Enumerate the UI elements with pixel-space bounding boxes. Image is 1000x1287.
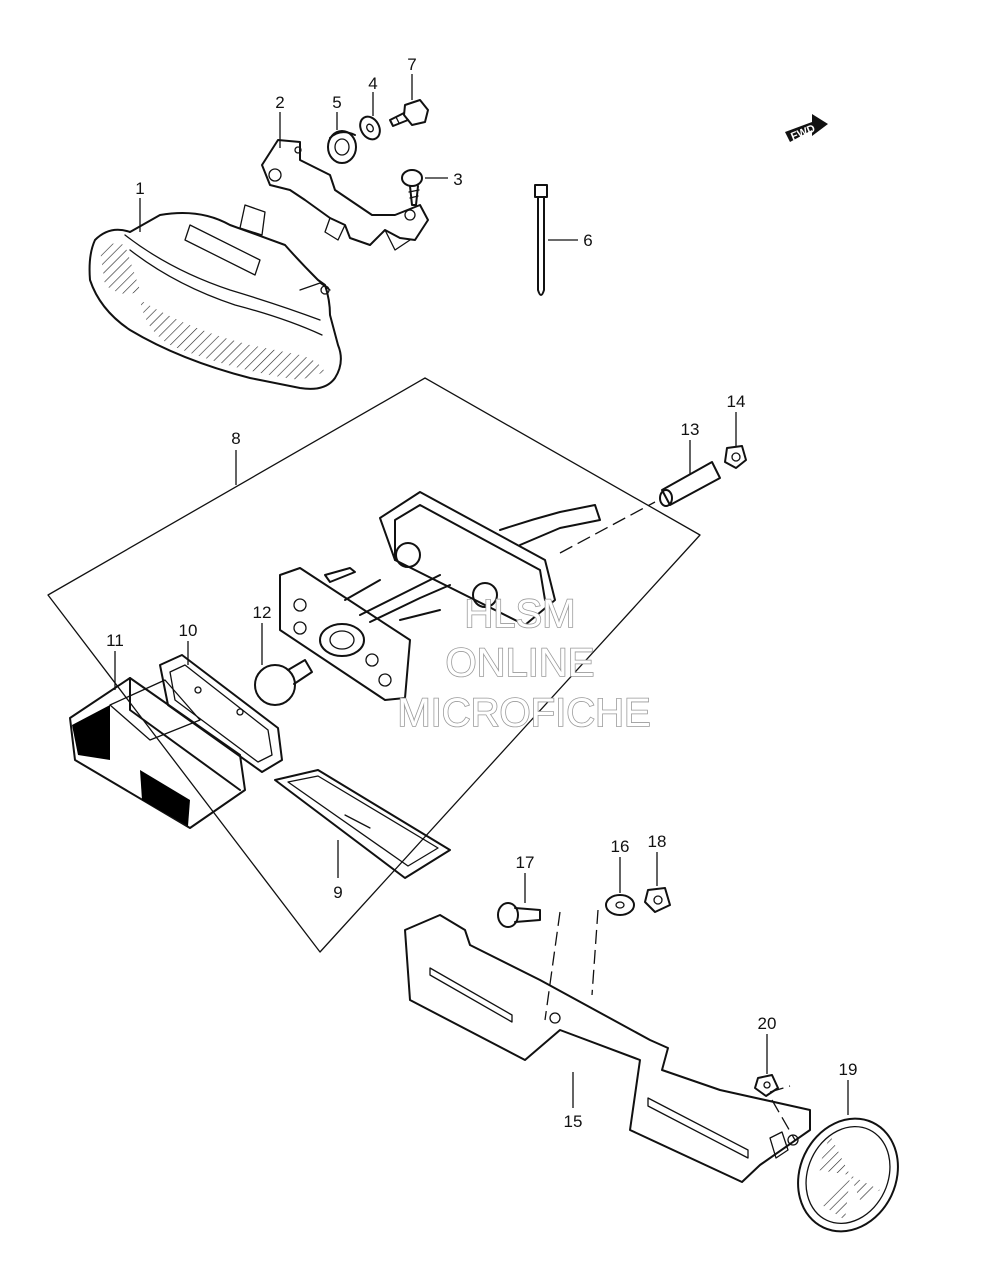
- part-1-tail-light-assembly: [88, 204, 342, 390]
- callout-5: 5: [332, 93, 341, 112]
- part-15-license-bracket: [404, 914, 811, 1183]
- watermark-line-1: HLSM: [464, 592, 575, 636]
- part-5-grommet: [327, 130, 357, 164]
- callout-2: 2: [275, 93, 284, 112]
- part-19-reflector: [797, 1117, 899, 1233]
- part-18-nut: [644, 887, 671, 913]
- callout-18: 18: [648, 832, 667, 851]
- part-16-washer: [605, 894, 635, 916]
- watermark-line-3: MICROFICHE: [397, 691, 650, 735]
- callout-10: 10: [179, 621, 198, 640]
- callout-1: 1: [135, 179, 144, 198]
- callout-11: 11: [106, 631, 124, 650]
- callout-15: 15: [564, 1112, 583, 1131]
- part-13-spacer: [659, 461, 721, 507]
- leader-lines: [114, 74, 849, 1141]
- part-8-assembly-outline: [47, 377, 701, 953]
- callout-16: 16: [611, 837, 630, 856]
- part-4-washer: [359, 115, 381, 141]
- part-11-lens: [69, 677, 246, 829]
- callout-6: 6: [583, 231, 592, 250]
- callout-19: 19: [839, 1060, 858, 1079]
- part-14-nut: [724, 445, 747, 469]
- part-2-mounting-bracket: [261, 139, 429, 251]
- callout-3: 3: [453, 170, 462, 189]
- watermark: HLSM ONLINE MICROFICHE: [397, 591, 652, 736]
- callout-20: 20: [758, 1014, 777, 1033]
- callout-9: 9: [333, 883, 342, 902]
- callout-8: 8: [231, 429, 240, 448]
- part-9-lens-cover: [274, 769, 451, 879]
- part-3-screw: [401, 169, 423, 206]
- part-17-bolt: [497, 902, 541, 928]
- callout-14: 14: [727, 392, 746, 411]
- part-7-bolt: [389, 99, 429, 127]
- part-12-bulb: [254, 659, 313, 706]
- callout-17: 17: [516, 853, 535, 872]
- part-10-gasket: [159, 654, 283, 773]
- part-20-nut: [754, 1074, 779, 1097]
- callout-7: 7: [407, 55, 416, 74]
- callout-12: 12: [253, 603, 272, 622]
- callout-4: 4: [368, 74, 377, 93]
- callout-13: 13: [681, 420, 700, 439]
- watermark-line-2: ONLINE: [446, 641, 595, 685]
- callout-numbers: 1 2 3 4 5 6 7 8 9 10 11 12 13 14 15 16 1…: [106, 55, 857, 1131]
- part-8-license-light-housing: [279, 491, 601, 701]
- forward-direction-badge: FWD: [785, 114, 828, 143]
- fwd-label: FWD: [789, 123, 817, 144]
- part-6-cable-tie: [534, 184, 548, 296]
